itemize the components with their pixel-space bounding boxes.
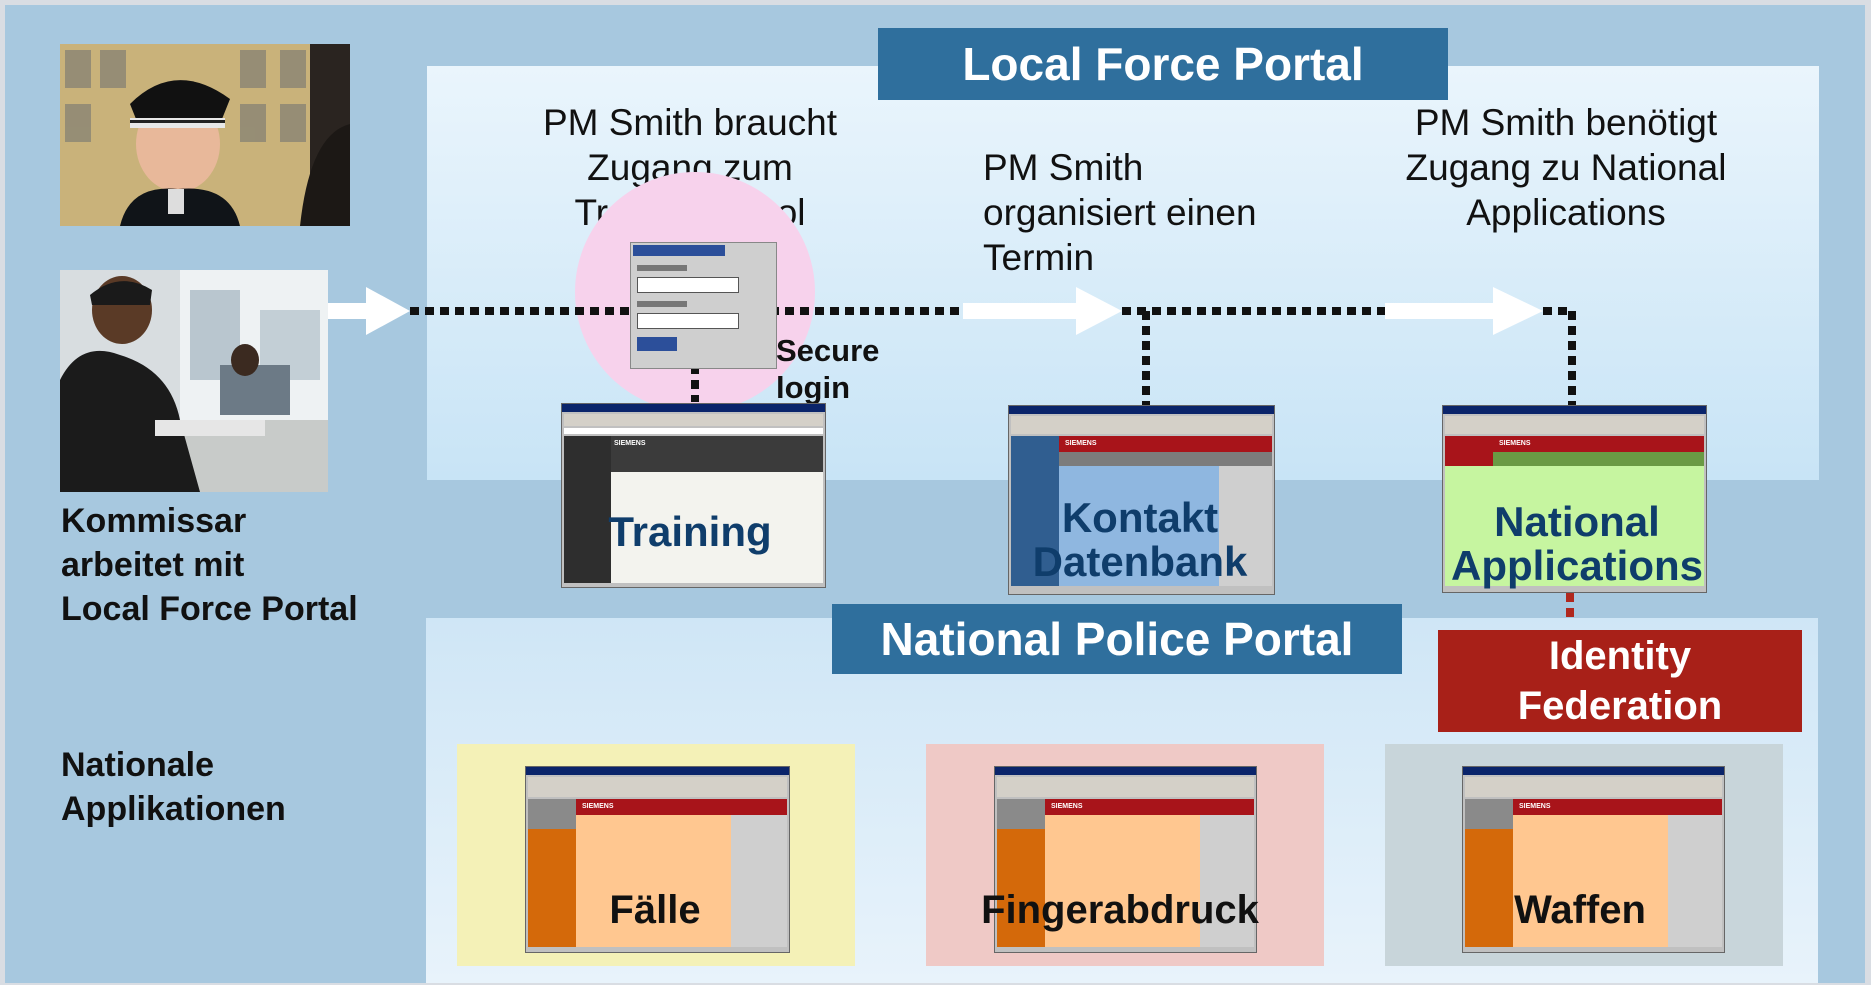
national-police-portal-title-text: National Police Portal [880,613,1354,665]
fingerabdruck-label: Fingerabdruck [981,888,1259,932]
kontakt-datenbank-label: Kontakt Datenbank [1032,494,1248,585]
username-field[interactable] [637,277,739,293]
login-button[interactable] [637,337,677,351]
step3-line-1: PM Smith benötigt [1414,102,1718,143]
national-apps-brand-text: SIEMENS [1499,440,1531,447]
login-dialog-titlebar [633,245,725,256]
training-screenshot: SIEMENS [561,403,826,588]
fingerabdruck-screenshot: SIEMENS [994,766,1257,953]
fingerabdruck-brand-text: SIEMENS [1051,803,1083,810]
flow-arrows [328,287,1543,335]
step2-line-3: Termin [983,237,1095,278]
step3-caption: PM Smith benötigt Zugang zu National App… [1390,100,1742,235]
kontakt-datenbank-screenshot: SIEMENS [1008,405,1275,595]
faelle-screenshot: SIEMENS [525,766,790,953]
kommissar-line-1: Kommissar [61,502,247,540]
kommissar-line-3: Local Force Portal [61,590,358,628]
kontakt-brand-text: SIEMENS [1065,440,1097,447]
identity-federation-box: Identity Federation [1438,630,1802,732]
office-worker-photo [60,270,328,492]
faelle-label: Fälle [609,888,701,932]
secure-login-line-1: Secure [776,333,880,368]
step2-line-1: PM Smith [983,147,1144,188]
training-label: Training [608,508,772,555]
nationale-line-1: Nationale [61,746,215,784]
step3-line-2: Zugang zu National [1405,147,1727,188]
password-field[interactable] [637,313,739,329]
secure-login-label: Secure login [776,332,906,406]
step1-line-1: PM Smith braucht [542,102,838,143]
nationale-applikationen-label: Nationale Applikationen [61,743,391,831]
waffen-label: Waffen [1514,888,1646,932]
step2-line-2: organisiert einen [983,192,1257,233]
police-officer-photo [60,44,350,226]
waffen-brand-text: SIEMENS [1519,803,1551,810]
national-applications-label: National Applications [1450,498,1704,589]
kommissar-label: Kommissar arbeitet mit Local Force Porta… [61,499,391,631]
faelle-brand-text: SIEMENS [582,803,614,810]
step3-line-3: Applications [1466,192,1666,233]
identity-federation-line-1: Identity [1548,634,1692,678]
national-applications-screenshot: SIEMENS [1442,405,1707,593]
step2-caption: PM Smith organisiert einen Termin [983,145,1313,280]
national-police-portal-title: National Police Portal [832,604,1402,674]
login-dialog [630,242,777,369]
nationale-line-2: Applikationen [61,790,286,828]
local-force-portal-title: Local Force Portal [878,28,1448,100]
waffen-screenshot: SIEMENS [1462,766,1725,953]
local-force-portal-title-text: Local Force Portal [962,38,1364,90]
training-brand-text: SIEMENS [614,440,646,447]
secure-login-line-2: login [776,370,851,405]
identity-federation-line-2: Federation [1517,684,1723,728]
kommissar-line-2: arbeitet mit [61,546,245,584]
